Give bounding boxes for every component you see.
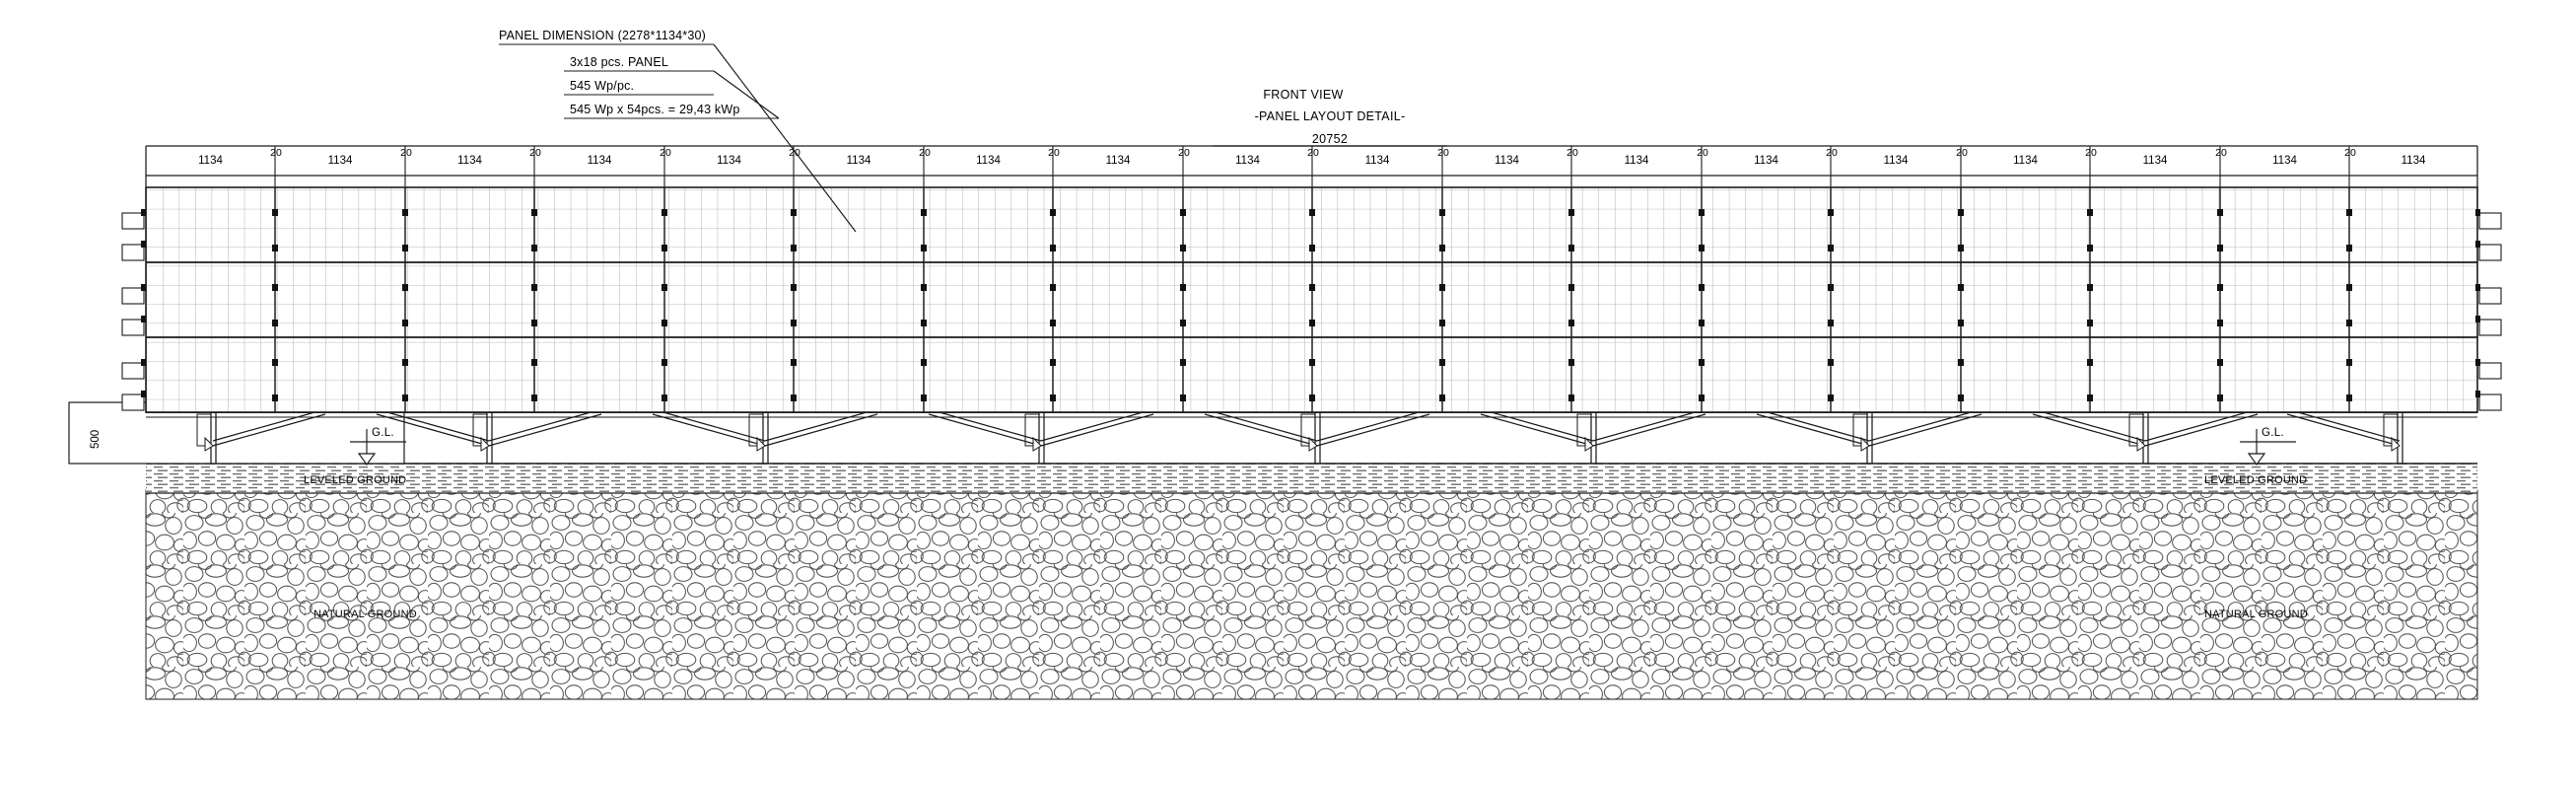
overall-dimension-label: 20752 — [1311, 132, 1349, 146]
dimension-label-panel: 1134 — [327, 155, 353, 167]
leveled-ground-label-right: LEVELED GROUND — [2204, 474, 2308, 486]
dimension-label-panel: 1134 — [2401, 155, 2426, 167]
dimension-label-gap: 20 — [1826, 147, 1838, 159]
detail-name-label: -PANEL LAYOUT DETAIL- — [1254, 109, 1406, 123]
dimension-label-gap: 20 — [2344, 147, 2356, 159]
end-clamps-right — [2478, 212, 2502, 411]
dimension-label-gap: 20 — [1697, 147, 1708, 159]
panel-column-joints — [274, 187, 2350, 412]
dimension-label-panel: 1134 — [846, 155, 871, 167]
dimension-label-gap: 20 — [1178, 147, 1190, 159]
leader-note-line-2: 3x18 pcs. PANEL — [570, 55, 669, 69]
grade-level-label-left: G.L. — [372, 427, 394, 439]
dimension-label-gap: 20 — [1437, 147, 1449, 159]
dimension-label-gap: 20 — [1956, 147, 1968, 159]
clearance-500-label: 500 — [90, 429, 102, 449]
dimension-label-panel: 1134 — [1495, 155, 1519, 167]
natural-ground-label-right: NATURAL GROUND — [2204, 609, 2308, 620]
dimension-label-panel: 1134 — [1105, 155, 1131, 167]
dimension-label-gap: 20 — [529, 147, 541, 159]
mid-clamp-marks — [272, 209, 2352, 401]
leveled-ground-band — [146, 463, 2477, 494]
dimension-label-panel: 1134 — [1364, 155, 1390, 167]
dimension-label-gap: 20 — [400, 147, 412, 159]
natural-ground-label-left: NATURAL GROUND — [313, 609, 417, 620]
natural-ground-mass — [145, 489, 2478, 700]
dimension-label-panel: 1134 — [976, 155, 1001, 167]
dimension-label-gap: 20 — [270, 147, 282, 159]
dimension-label-panel: 1134 — [1754, 155, 1778, 167]
grade-level-marker-left — [350, 429, 406, 466]
leveled-ground-label-left: LEVELED GROUND — [304, 474, 407, 486]
dimension-label-panel: 1134 — [1235, 155, 1260, 167]
dimension-label-panel: 1134 — [717, 155, 741, 167]
dimension-label-panel: 1134 — [1624, 155, 1649, 167]
dimension-label-gap: 20 — [789, 147, 801, 159]
dimension-label-gap: 20 — [1566, 147, 1578, 159]
panel-array — [121, 186, 2502, 413]
dimension-label-gap: 20 — [1048, 147, 1060, 159]
grade-level-label-right: G.L. — [2262, 427, 2284, 439]
dimension-label-gap: 20 — [2215, 147, 2227, 159]
view-name-label: FRONT VIEW — [1263, 88, 1344, 102]
dimension-label-panel: 1134 — [2272, 155, 2297, 167]
dimension-label-panel: 1134 — [198, 155, 223, 167]
dimension-label-gap: 20 — [1307, 147, 1319, 159]
dimension-label-panel: 1134 — [2013, 155, 2038, 167]
leader-note-line-1: PANEL DIMENSION (2278*1134*30) — [499, 29, 707, 42]
grade-level-marker-right — [2240, 429, 2296, 466]
leader-note-lines — [499, 43, 857, 233]
dimension-label-gap: 20 — [919, 147, 931, 159]
dimension-label-panel: 1134 — [587, 155, 612, 167]
dimension-label-panel: 1134 — [1883, 155, 1909, 167]
dimension-label-panel: 1134 — [2142, 155, 2168, 167]
dimension-label-gap: 20 — [2085, 147, 2097, 159]
end-clamps-left — [121, 212, 145, 411]
leader-note-line-4: 545 Wp x 54pcs. = 29,43 kWp — [570, 103, 740, 116]
dimension-label-gap: 20 — [660, 147, 671, 159]
leader-note-line-3: 545 Wp/pc. — [570, 79, 635, 93]
dimension-label-panel: 1134 — [457, 155, 482, 167]
